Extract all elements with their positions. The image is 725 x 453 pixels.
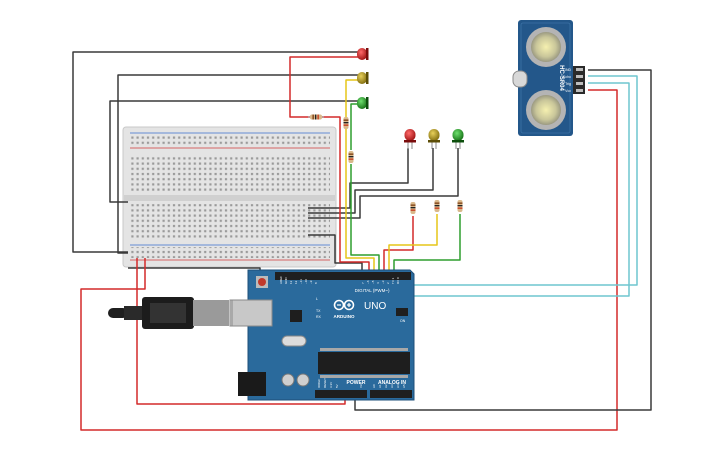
sensor-pin-gnd: GND <box>563 68 571 72</box>
wire-yellow-right <box>388 214 438 278</box>
digital-header-label: DIGITAL (PWM~) <box>355 288 390 293</box>
resistor-red-right <box>410 202 416 214</box>
pin-10: ~10 <box>304 279 308 284</box>
wire-red-outer <box>80 89 618 431</box>
pin-a5: A5 <box>402 384 406 388</box>
pin-5: ~5 <box>371 280 375 284</box>
wire-red-res <box>322 116 370 278</box>
pin-a2: A2 <box>384 384 388 388</box>
led-red-right-icon <box>404 129 416 149</box>
pin-6: ~6 <box>366 280 370 284</box>
pin-8: 8 <box>314 282 318 284</box>
pin-0: RX 0 <box>396 277 400 284</box>
wire-green-top-2 <box>350 164 380 278</box>
wire-black-sensor <box>354 69 652 411</box>
pin-3: ~3 <box>381 280 385 284</box>
resistor-green-top <box>348 151 354 163</box>
pin-reset: RESET <box>323 378 327 388</box>
pin-ioref: IOREF <box>317 379 321 388</box>
pin-a0: A0 <box>372 384 376 388</box>
pin-4: 4 <box>376 282 380 284</box>
power-label: POWER <box>347 380 366 386</box>
pin-gnd: GND <box>284 277 288 285</box>
analog-label: ANALOG IN <box>378 380 406 386</box>
resistor-top <box>308 114 324 120</box>
label-rx: RX <box>316 315 322 319</box>
pin-3v3: 3.3V <box>329 382 333 388</box>
pin-9: ~9 <box>309 280 313 284</box>
wire-black-gnd <box>128 267 261 278</box>
label-l: L <box>316 297 318 301</box>
led-green-right-icon <box>452 129 464 149</box>
pin-7: 7 <box>361 282 365 284</box>
pin-a4: A4 <box>396 384 400 388</box>
led-red-top-icon <box>357 48 369 60</box>
wire-cyan-2 <box>410 82 630 297</box>
wire-yellow-top-2 <box>345 128 375 278</box>
pin-vin: Vin <box>359 383 363 388</box>
pin-12: 12 <box>294 280 298 284</box>
resistor-green-right <box>457 200 463 212</box>
pin-11: ~11 <box>299 279 303 284</box>
resistor-yellow-top <box>343 117 349 129</box>
wire-green-top <box>350 103 358 150</box>
wire-black-bb <box>308 234 363 278</box>
arduino-logo-icon <box>333 299 355 311</box>
pin-1: TX 1 <box>391 277 395 284</box>
wire-black-mid <box>117 74 358 254</box>
led-yellow-top-icon <box>357 72 369 84</box>
breadboard <box>122 126 337 268</box>
wire-green-right <box>393 214 461 278</box>
ultrasonic-sensor: HC-SR04 GND Echo Trig Vcc <box>512 20 585 136</box>
label-on: ON <box>400 319 406 323</box>
label-tx: TX <box>316 309 321 313</box>
wire-red-top <box>289 56 358 118</box>
pin-aref: AREF <box>279 276 283 284</box>
board-brand: ARDUINO <box>334 314 355 319</box>
led-yellow-right-icon <box>428 129 440 149</box>
sensor-pin-vcc: Vcc <box>565 89 571 93</box>
resistor-yellow-right <box>434 200 440 212</box>
sensor-pin-trig: Trig <box>565 82 571 86</box>
pin-a3: A3 <box>390 384 394 388</box>
sensor-pin-echo: Echo <box>563 75 571 79</box>
wire-black-led-3 <box>308 148 459 219</box>
board-model: UNO <box>364 301 386 312</box>
led-green-top-icon <box>357 97 369 109</box>
wire-red-right <box>383 216 414 278</box>
wire-black-inner <box>109 100 358 203</box>
pin-13: 13 <box>289 280 293 284</box>
wires <box>72 51 652 431</box>
wire-black-outer <box>72 51 358 253</box>
arduino-uno: UNO ARDUINO DIGITAL (PWM~) POWER ANALOG … <box>231 269 415 401</box>
wire-black-led-1 <box>308 148 409 209</box>
resistors <box>308 114 463 214</box>
leds <box>357 48 464 149</box>
pin-2: 2 <box>386 282 390 284</box>
wire-cyan-1 <box>410 75 638 286</box>
pin-a1: A1 <box>378 384 382 388</box>
sensor-model-label: HC-SR04 <box>558 65 564 91</box>
pin-5v: 5V <box>335 384 339 388</box>
wire-yellow-top <box>345 79 358 118</box>
